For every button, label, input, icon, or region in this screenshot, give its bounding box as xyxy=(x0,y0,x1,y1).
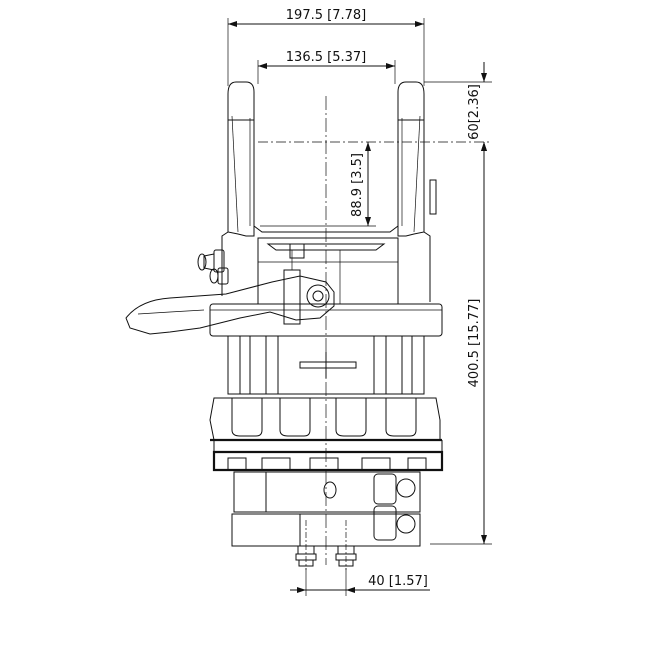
slot-depth-label: 88.9 [3.5] xyxy=(350,153,365,217)
dimension-overall-width: 197.5 [7.78] xyxy=(227,8,425,86)
stator-housing xyxy=(227,335,425,395)
dimension-inner-width: 136.5 [5.37] xyxy=(257,50,396,84)
inner-width-label: 136.5 [5.37] xyxy=(286,50,366,65)
overall-width-label: 197.5 [7.78] xyxy=(286,8,366,23)
valve-block xyxy=(231,471,421,547)
dimension-overall-height: 400.5 [15.77] xyxy=(430,142,492,545)
dimension-slot-depth: 88.9 [3.5] xyxy=(260,142,376,227)
brake-lever xyxy=(125,250,335,335)
hydraulic-fittings xyxy=(197,249,229,285)
port-fittings xyxy=(295,545,357,567)
dimension-port-spacing: 40 [1.57] xyxy=(290,568,430,596)
dimension-top-height: 60[2.36] xyxy=(258,62,492,162)
top-height-label: 60[2.36] xyxy=(467,84,482,140)
yoke-bracket xyxy=(221,81,437,305)
centerlines xyxy=(305,96,347,570)
port-spacing-label: 40 [1.57] xyxy=(368,574,428,589)
rotor-ring xyxy=(209,397,444,472)
overall-height-label: 400.5 [15.77] xyxy=(467,299,482,388)
